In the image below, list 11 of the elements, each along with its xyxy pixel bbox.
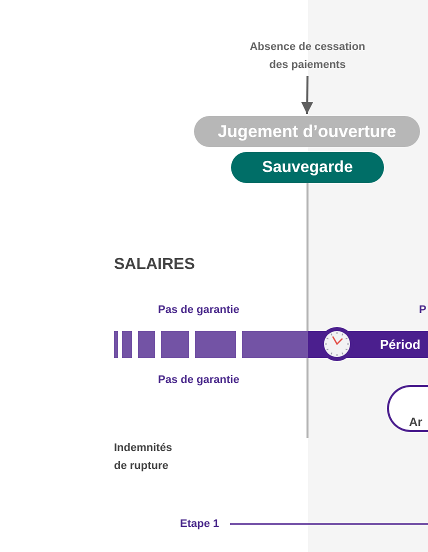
step-label: Etape 1 bbox=[180, 517, 220, 531]
row-label: Indemnités de rupture bbox=[114, 441, 174, 474]
connector-line bbox=[306, 183, 308, 438]
annotation-text: Pas de garantie bbox=[158, 303, 240, 317]
arrow bbox=[301, 76, 314, 114]
condition-text: Absence de cessation des paiements bbox=[245, 38, 370, 74]
annotation-text: Pas de garantie bbox=[158, 373, 240, 387]
procedure-pill: Sauvegarde bbox=[231, 152, 384, 183]
judgment-pill: Jugement d’ouverture bbox=[194, 116, 420, 147]
annotation-text: P bbox=[419, 303, 426, 317]
section-title: SALAIRES bbox=[114, 255, 195, 275]
